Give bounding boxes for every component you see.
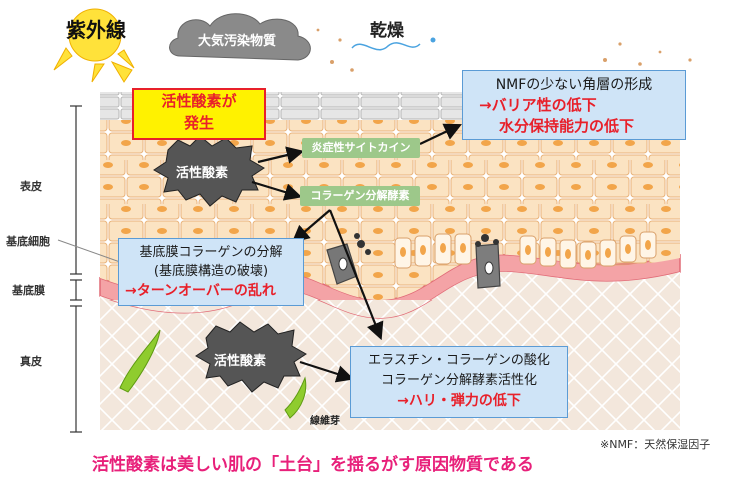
caption: 活性酸素は美しい肌の「土台」を揺るがす原因物質である: [92, 455, 534, 475]
cytokine-label: 炎症性サイトカイン: [302, 138, 420, 158]
layer-dermis-label: 真皮: [20, 355, 42, 368]
burst-shape-lower: [195, 321, 307, 393]
nmf-line2: →バリア性の低下: [479, 96, 597, 114]
ros-generated-line1: 活性酸素が: [161, 92, 237, 110]
nmf-line3: 水分保持能力の低下: [499, 117, 635, 135]
elastin-line1: エラスチン・コラーゲンの酸化: [368, 353, 550, 368]
dryness-wave-icon: [351, 42, 421, 51]
layer-basement-membrane-label: 基底膜: [12, 284, 45, 297]
burst-upper-label: 活性酸素: [176, 166, 229, 181]
fibroblast-label: 線維芽: [310, 416, 340, 427]
pollution-label: 大気汚染物質: [198, 34, 277, 49]
burst-shape-upper: [153, 135, 265, 207]
basement-line2: (基底膜構造の破壊): [153, 264, 269, 279]
pollution-cloud-icon: [169, 13, 311, 61]
burst-lower-label: 活性酸素: [214, 354, 267, 369]
collagenase-label: コラーゲン分解酵素: [300, 186, 420, 206]
elastin-line2: コラーゲン分解酵素活性化: [380, 373, 537, 388]
dryness-label: 乾燥: [370, 21, 404, 41]
ros-generated-box: 活性酸素が 発生: [132, 88, 266, 140]
nmf-effect-box: NMFの少ない角層の形成 →バリア性の低下 水分保持能力の低下: [462, 70, 686, 140]
elastin-collagen-box: エラスチン・コラーゲンの酸化 コラーゲン分解酵素活性化 →ハリ・弾力の低下: [350, 346, 568, 418]
sun-icon: [53, 8, 135, 83]
footnote: ※NMF：天然保湿因子: [600, 438, 711, 451]
basement-line1: 基底膜コラーゲンの分解: [139, 245, 283, 260]
basement-line3: →ターンオーバーの乱れ: [125, 283, 276, 299]
elastin-line3: →ハリ・弾力の低下: [397, 393, 521, 409]
layer-basal-cell-label: 基底細胞: [6, 235, 50, 248]
uv-label: 紫外線: [66, 18, 126, 42]
nmf-line1: NMFの少ない角層の形成: [495, 77, 653, 93]
ros-generated-line2: 発生: [183, 114, 214, 132]
layer-epidermis-label: 表皮: [20, 180, 42, 193]
basement-membrane-box: 基底膜コラーゲンの分解 (基底膜構造の破壊) →ターンオーバーの乱れ: [118, 238, 304, 306]
